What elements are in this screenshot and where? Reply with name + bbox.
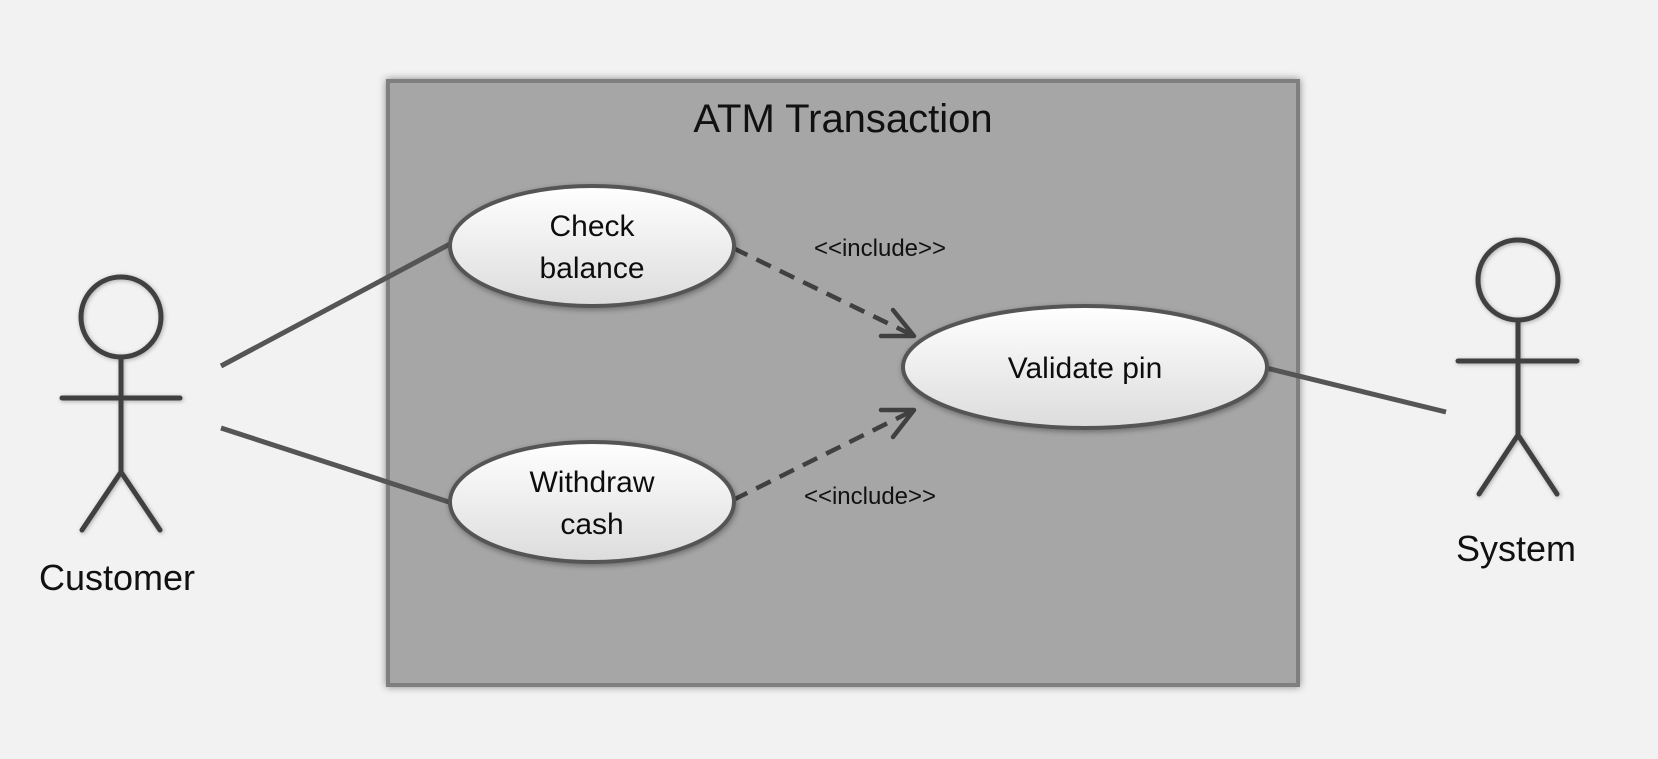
- include-arrow-check-balance: [732, 245, 917, 339]
- use-case-check-balance-line1: Check: [549, 210, 635, 243]
- association-customer-check-balance: [219, 241, 452, 369]
- actor-system-label: System: [1456, 528, 1576, 569]
- use-case-validate-pin-label: Validate pin: [1008, 352, 1163, 385]
- actor-customer-label: Customer: [39, 557, 195, 598]
- use-case-check-balance-line2: balance: [539, 252, 644, 285]
- association-customer-withdraw-cash: [220, 425, 453, 506]
- actor-system-head: [1475, 237, 1561, 323]
- use-case-withdraw-cash-line2: cash: [560, 508, 623, 541]
- include-label-2: <<include>>: [804, 483, 936, 510]
- use-case-check-balance[interactable]: Check balance: [448, 184, 736, 308]
- association-validate-pin-system: [1265, 365, 1447, 415]
- use-case-validate-pin[interactable]: Validate pin: [901, 304, 1269, 430]
- actor-system[interactable]: [1455, 237, 1580, 497]
- system-title: ATM Transaction: [693, 97, 992, 141]
- include-arrow-withdraw-cash: [731, 407, 917, 503]
- use-case-withdraw-cash-line1: Withdraw: [529, 466, 654, 499]
- actor-customer-left-leg: [79, 469, 124, 533]
- include-label-1: <<include>>: [814, 235, 946, 262]
- actor-customer-head: [78, 274, 164, 360]
- actor-customer[interactable]: [59, 274, 183, 533]
- use-case-withdraw-cash[interactable]: Withdraw cash: [448, 440, 736, 564]
- actor-system-left-leg: [1476, 432, 1521, 497]
- actor-customer-right-leg: [118, 469, 163, 533]
- actor-system-right-leg: [1515, 432, 1560, 497]
